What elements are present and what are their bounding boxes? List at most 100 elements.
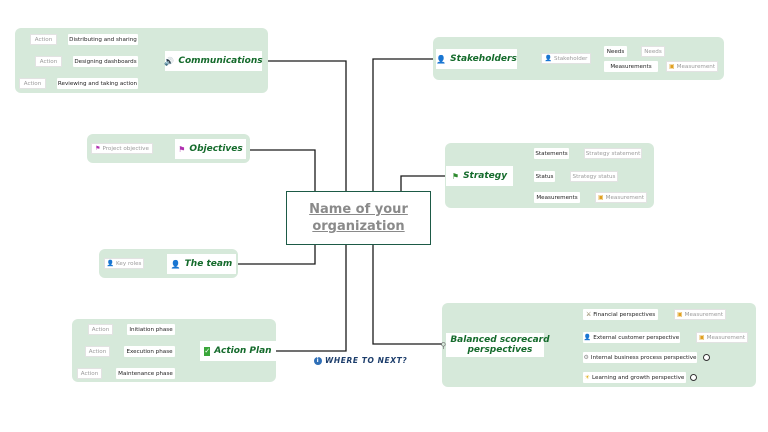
subtopic-label: Execution phase <box>126 348 173 355</box>
topic-strategy-label: Strategy <box>463 171 508 181</box>
subtopic-label: Needs <box>606 48 625 55</box>
subtopic-execution[interactable]: Execution phase <box>124 346 175 357</box>
tag-label: Measurement <box>605 194 645 201</box>
subtopic-learning-growth[interactable]: ☀ Learning and growth perspective <box>583 372 686 383</box>
subtopic-statements[interactable]: Statements <box>534 148 569 159</box>
tag-strategy-status[interactable]: Strategy status <box>570 171 618 182</box>
balanced-title: Balanced scorecard perspectives <box>450 335 549 355</box>
link-communications <box>262 60 347 191</box>
person-icon: 👤 <box>544 55 553 62</box>
person-icon: 👤 <box>106 260 115 267</box>
subtopic-initiation[interactable]: Initiation phase <box>127 324 175 335</box>
tag-measurement[interactable]: ▣ Measurement <box>674 309 726 320</box>
subtopic-financial[interactable]: ⚔ Financial perspectives <box>583 309 658 320</box>
link-stakeholders <box>372 58 436 191</box>
tag-label: Needs <box>644 48 662 55</box>
subtopic-needs[interactable]: Needs <box>604 46 627 57</box>
tag-label: Strategy status <box>572 173 616 180</box>
topic-action-plan[interactable]: ✓ Action Plan <box>200 341 276 361</box>
lightbulb-icon: ☀ <box>584 374 590 381</box>
subtopic-maintenance[interactable]: Maintenance phase <box>116 368 175 379</box>
tag-label: Measurement <box>676 63 716 70</box>
topic-objectives[interactable]: ⚑ Objectives <box>175 139 246 159</box>
subtopic-internal-business[interactable]: ⚙ Internal business process perspective <box>583 352 697 363</box>
money-bag-icon: ⚔ <box>585 311 592 318</box>
tag-label: Measurement <box>684 311 724 318</box>
subtopic-label: Internal business process perspective <box>590 354 697 361</box>
tag-project-objective[interactable]: ⚑ Project objective <box>91 143 153 154</box>
central-topic-line2: organization <box>312 219 405 234</box>
topic-communications-label: Communications <box>178 56 263 66</box>
subtopic-label: Statements <box>535 150 568 157</box>
tag-action[interactable]: Action <box>19 78 46 89</box>
tag-label: Action <box>80 370 99 377</box>
subtopic-status[interactable]: Status <box>534 171 555 182</box>
subtopic-label: External customer perspective <box>593 334 680 341</box>
central-topic-line1: Name of your <box>309 202 408 217</box>
chart-icon: ▣ <box>698 334 705 341</box>
subtopic-label: Distributing and sharing <box>69 36 137 43</box>
tag-stakeholder[interactable]: 👤 Stakeholder <box>541 53 591 64</box>
chart-icon: ▣ <box>597 194 604 201</box>
subtopic-label: Measurements <box>536 194 578 201</box>
topic-stakeholders-label: Stakeholders <box>450 54 517 64</box>
subtopic-measurements[interactable]: Measurements <box>534 192 580 203</box>
tag-label: Action <box>34 36 53 43</box>
link-team <box>236 245 316 265</box>
tag-label: Strategy statement <box>585 150 641 157</box>
subtopic-label: Reviewing and taking action <box>57 80 138 87</box>
where-to-next-label: WHERE TO NEXT? <box>325 356 408 365</box>
gear-icon: ⚙ <box>583 354 589 361</box>
chart-icon: ▣ <box>668 63 675 70</box>
subtopic-label: Maintenance phase <box>118 370 173 377</box>
tag-label: Project objective <box>102 145 149 152</box>
tag-key-roles[interactable]: 👤 Key roles <box>104 258 144 269</box>
topic-stakeholders[interactable]: 👤 Stakeholders <box>436 49 517 69</box>
subtopic-label: Status <box>535 173 554 180</box>
topic-the-team[interactable]: 👤 The team <box>167 254 236 274</box>
tag-label: Action <box>88 348 107 355</box>
subtopic-label: Measurements <box>610 63 652 70</box>
collapse-toggle-icon[interactable] <box>703 354 710 361</box>
tag-measurement[interactable]: ▣ Measurement <box>696 332 748 343</box>
tag-label: Action <box>39 58 58 65</box>
tag-strategy-statement[interactable]: Strategy statement <box>584 148 642 159</box>
tag-label: Key roles <box>116 260 142 267</box>
subtopic-label: Financial perspectives <box>593 311 656 318</box>
topic-strategy[interactable]: ⚑ Strategy <box>446 166 513 186</box>
tag-measurement[interactable]: ▣ Measurement <box>666 61 718 72</box>
tag-label: Measurement <box>706 334 746 341</box>
balanced-title-line1: Balanced scorecard <box>450 335 550 345</box>
topic-objectives-label: Objectives <box>189 144 243 154</box>
subtopic-designing[interactable]: Designing dashboards <box>73 56 138 67</box>
tag-action[interactable]: Action <box>30 34 57 45</box>
tag-action[interactable]: Action <box>77 368 102 379</box>
subtopic-measurements[interactable]: Measurements <box>604 61 658 72</box>
subtopic-distributing[interactable]: Distributing and sharing <box>68 34 138 45</box>
tag-label: Action <box>91 326 110 333</box>
balanced-title-line2: perspectives <box>467 345 533 355</box>
topic-balanced-scorecard[interactable]: ⚲ Balanced scorecard perspectives <box>440 333 550 357</box>
flag-icon: ⚑ <box>451 171 460 181</box>
subtopic-reviewing[interactable]: Reviewing and taking action <box>57 78 138 89</box>
tag-action[interactable]: Action <box>88 324 113 335</box>
tag-action[interactable]: Action <box>85 346 110 357</box>
tag-needs[interactable]: Needs <box>641 46 665 57</box>
topic-action-plan-label: Action Plan <box>214 346 272 356</box>
topic-team-label: The team <box>184 259 233 269</box>
link-objectives <box>246 149 316 191</box>
info-icon: i <box>314 356 322 365</box>
collapse-toggle-icon[interactable] <box>690 374 697 381</box>
topic-communications[interactable]: 🔊 Communications <box>164 51 263 71</box>
tag-measurement[interactable]: ▣ Measurement <box>595 192 647 203</box>
person-icon: 👤 <box>170 259 181 269</box>
subtopic-label: Initiation phase <box>129 326 173 333</box>
checkbox-icon: ✓ <box>204 346 211 356</box>
flag-icon: ⚑ <box>95 145 101 152</box>
subtopic-external-customer[interactable]: 👤 External customer perspective <box>583 332 680 343</box>
central-topic[interactable]: Name of your organization <box>286 191 431 245</box>
magnifier-icon: ⚲ <box>440 340 447 350</box>
tag-action[interactable]: Action <box>35 56 62 67</box>
tag-label: Action <box>23 80 42 87</box>
where-to-next-link[interactable]: i WHERE TO NEXT? <box>314 356 407 365</box>
